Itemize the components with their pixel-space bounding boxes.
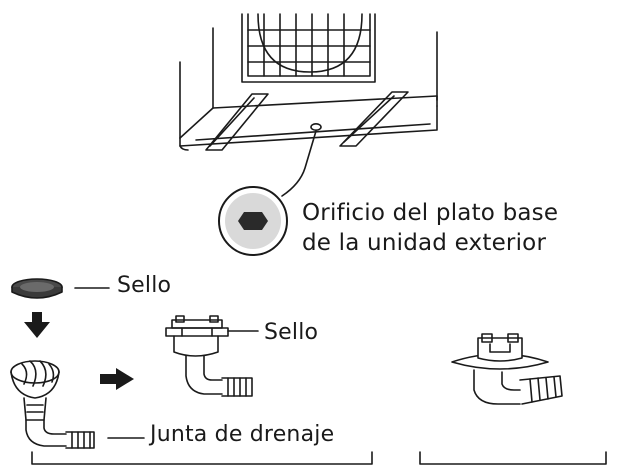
label-orificio-line1: Orificio del plato base <box>302 200 559 226</box>
drain-joint-loose <box>10 360 95 449</box>
down-arrow-icon <box>24 312 50 338</box>
magnified-hole <box>218 186 288 256</box>
right-arrow-icon <box>100 368 134 390</box>
drain-joint-with-seal <box>165 315 253 397</box>
seal-disk <box>11 278 63 299</box>
label-sello-top: Sello <box>117 273 172 298</box>
label-orificio-line2: de la unidad exterior <box>302 230 547 256</box>
drain-joint-installed <box>451 333 563 405</box>
bracket-left <box>31 451 373 465</box>
label-sello-assembled: Sello <box>264 320 319 345</box>
label-junta-de-drenaje: Junta de drenaje <box>150 422 335 447</box>
outdoor-unit <box>179 13 438 151</box>
bracket-right <box>419 451 607 465</box>
leader-line-hole <box>281 130 317 197</box>
